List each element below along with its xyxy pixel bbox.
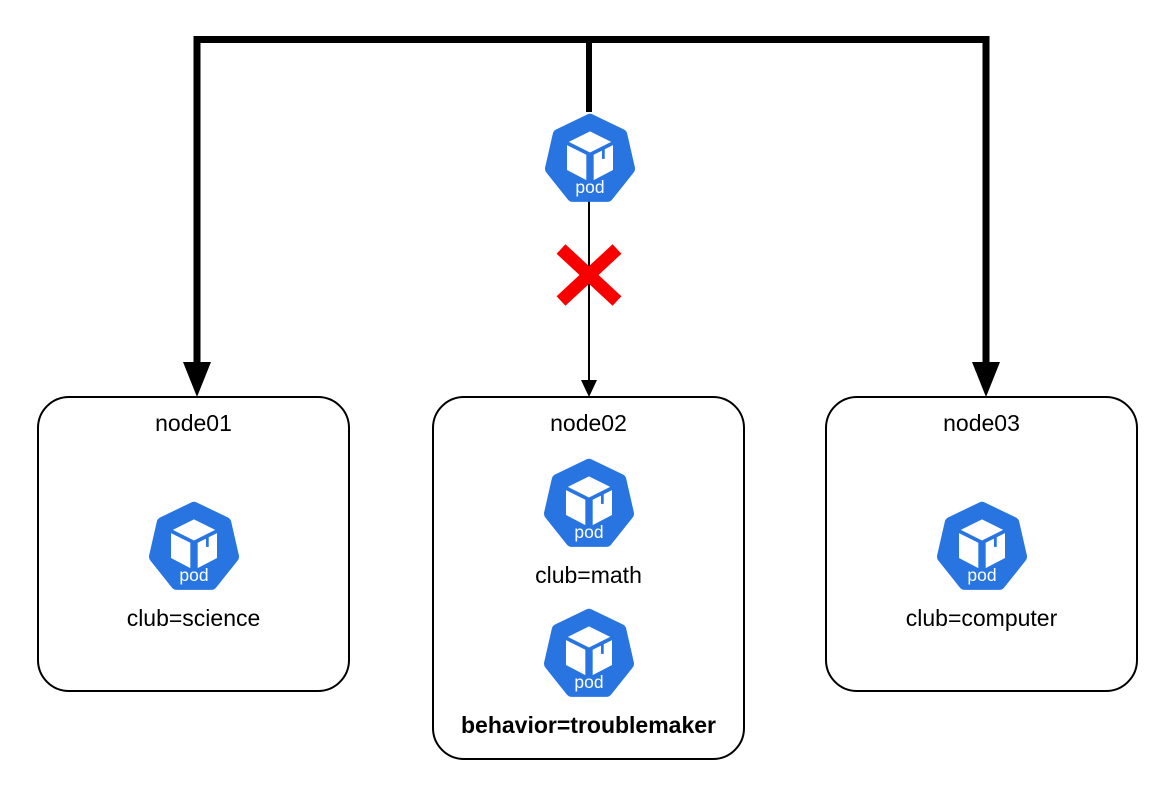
pending-pod-icon-label: pod (575, 177, 604, 197)
pod-icon-label: pod (574, 672, 603, 692)
node-box-node01: node01 pod club=science (37, 396, 350, 692)
node-box-node03: node03 pod club=computer (825, 396, 1138, 692)
arrowhead-node01-icon (183, 362, 211, 397)
arrowhead-node03-icon (972, 362, 1000, 397)
pending-pod-icon: pod (544, 112, 636, 204)
node-box-node02: node02 pod club=math pod behavior=troubl… (432, 396, 745, 760)
pod-icon: pod (543, 607, 635, 699)
pod-annotation: behavior=troublemaker (460, 712, 716, 738)
node-title: node01 (155, 410, 232, 436)
arrowhead-node02-icon (581, 380, 597, 397)
pod-icon-label: pod (967, 565, 996, 585)
pod-icon-label: pod (574, 522, 603, 542)
reject-x-icon (556, 244, 622, 306)
pod-annotation: club=math (535, 562, 642, 588)
pod-annotation: club=science (126, 605, 261, 631)
pod-icon: pod (148, 500, 240, 592)
node-title: node02 (550, 410, 627, 436)
node-title: node03 (943, 410, 1020, 436)
pod-icon-label: pod (179, 565, 208, 585)
pod-icon: pod (936, 500, 1028, 592)
pod-icon: pod (543, 457, 635, 549)
pod-annotation: club=computer (905, 605, 1058, 631)
